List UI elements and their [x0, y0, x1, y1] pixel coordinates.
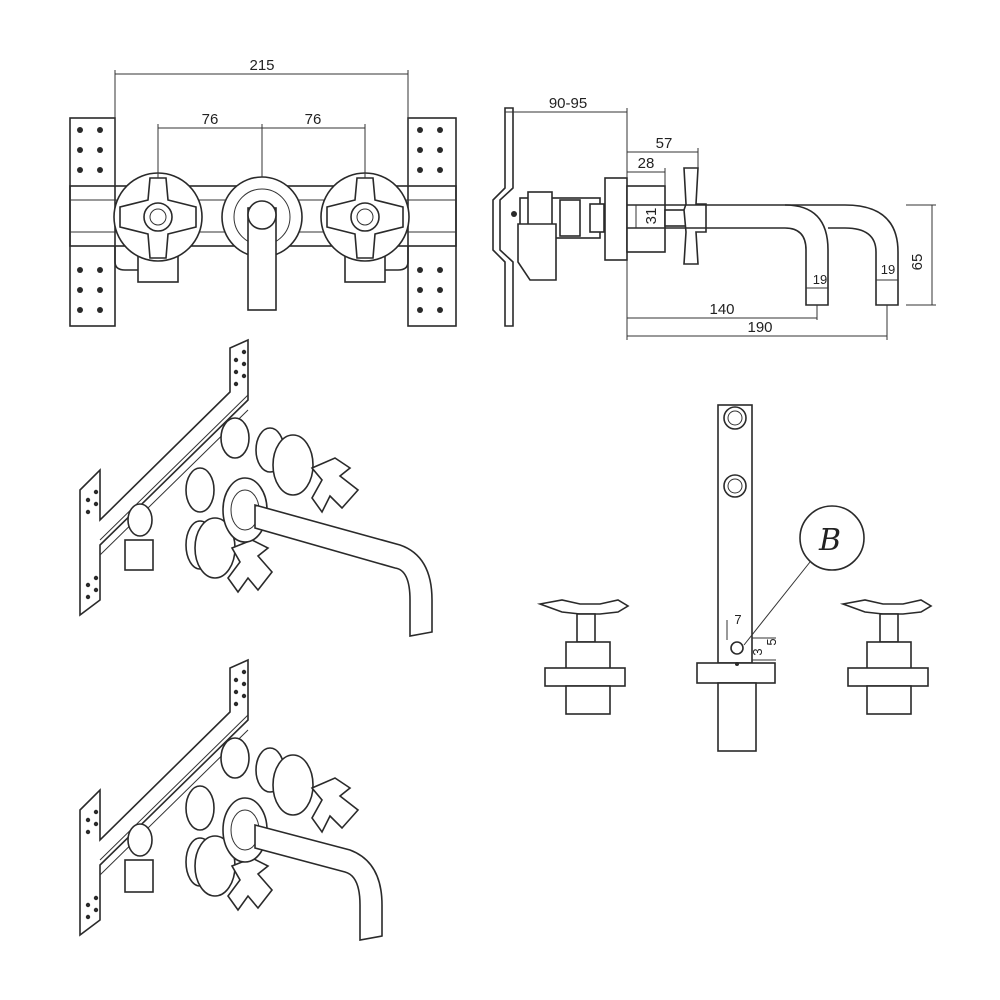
mounting-bracket-right — [407, 117, 457, 327]
iso-valve-left-2 — [124, 823, 274, 912]
spout-side-short — [627, 204, 829, 306]
dimension-19-outer: 19 — [876, 262, 898, 281]
dimension-65: 65 — [906, 204, 936, 306]
dimension-140: 140 — [626, 260, 818, 340]
side-view: 90-95 57 28 31 19 19 — [492, 95, 936, 340]
dimension-19-inner: 19 — [806, 272, 828, 289]
dim-90-95-label: 90-95 — [549, 95, 587, 112]
dimension-28: 28 — [627, 155, 666, 186]
dim-3-label: 3 — [750, 648, 765, 655]
dim-190-label: 190 — [747, 319, 772, 336]
cross-handle-left-front — [113, 172, 203, 262]
brand-callout: B — [743, 505, 865, 646]
iso-valve-right-1 — [220, 417, 360, 514]
iso-valve-right-2 — [220, 737, 360, 834]
valve-left-front — [536, 599, 630, 715]
dim-215-label: 215 — [249, 57, 274, 74]
mounting-bracket-left — [69, 117, 116, 327]
valve-front-view: 7 3 5 B — [536, 404, 933, 752]
brand-logo: B — [818, 523, 841, 558]
wall-bracket-side — [492, 107, 514, 327]
valve-sleeve-side — [626, 185, 666, 253]
dimension-215: 215 — [114, 57, 409, 186]
dimension-31: 31 — [635, 205, 660, 228]
dim-76-left-label: 76 — [202, 111, 219, 128]
iso-valve-left-1 — [124, 503, 274, 594]
dim-19-inner-label: 19 — [813, 272, 827, 287]
isometric-view-top — [79, 338, 433, 637]
spout-pipe-vertical — [696, 404, 776, 752]
dim-19-outer-label: 19 — [881, 262, 895, 277]
iso-spout-body-1 — [185, 467, 433, 637]
spout-front — [221, 176, 303, 311]
dimension-190: 190 — [627, 305, 888, 340]
iso-bracket-1 — [79, 338, 249, 617]
cover-plate-side — [604, 177, 628, 261]
cross-handle-side — [664, 167, 707, 265]
outlet-dims: 7 3 5 — [726, 612, 779, 661]
dimension-76-left: 76 — [157, 111, 263, 178]
valve-right-front — [839, 599, 933, 715]
dim-140-label: 140 — [709, 301, 734, 318]
dimension-57: 57 — [627, 135, 699, 168]
iso-spout-body-2 — [185, 785, 383, 941]
dim-5-label: 5 — [764, 638, 779, 645]
dimension-90-95: 90-95 — [505, 95, 628, 178]
dim-28-label: 28 — [638, 155, 655, 172]
spout-side-long — [785, 204, 899, 306]
valve-body-side — [511, 191, 605, 281]
isometric-view-bottom — [79, 658, 383, 941]
front-view: 215 76 76 — [69, 57, 457, 327]
dim-57-label: 57 — [656, 135, 673, 152]
dimension-76-right: 76 — [262, 111, 366, 178]
dim-7-label: 7 — [734, 612, 741, 627]
dim-31-label: 31 — [643, 208, 660, 225]
dim-76-right-label: 76 — [305, 111, 322, 128]
iso-bracket-2 — [79, 658, 249, 937]
dim-65-label: 65 — [909, 254, 926, 271]
cross-handle-right-front — [320, 172, 410, 262]
